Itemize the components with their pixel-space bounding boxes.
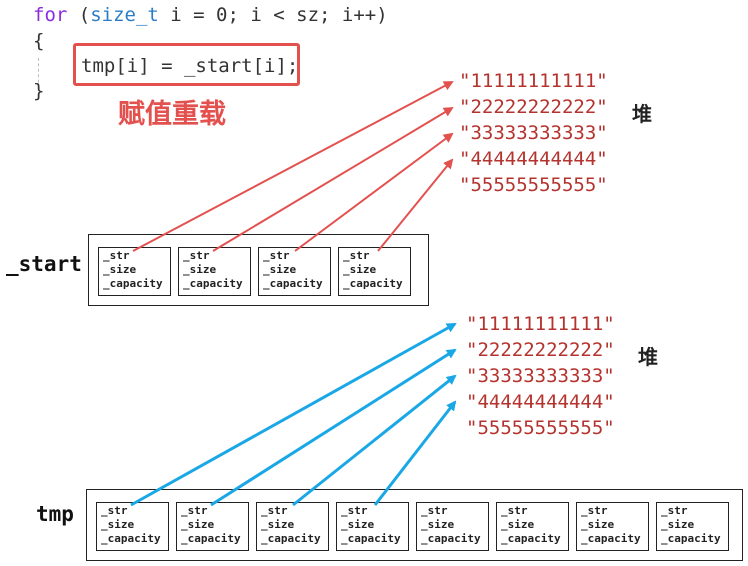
field-str: _str [343,249,370,262]
start-string-object: _str_size_capacity [338,247,411,296]
field-size: _size [101,518,135,531]
heap-top-string: "33333333333" [459,122,608,144]
tmp-string-object: _str_size_capacity [416,502,489,551]
heap-top-label: 堆 [632,102,652,126]
start-pointer-arrow-4 [377,158,454,252]
tmp-string-object: _str_size_capacity [256,502,329,551]
field-str: _str [421,504,448,517]
start-pointer-arrow-3 [294,132,454,252]
field-size: _size [181,518,215,531]
heap-bottom-string: "11111111111" [466,313,615,335]
assignment-highlight-box [73,43,300,86]
field-size: _size [261,518,295,531]
field-str: _str [661,504,688,517]
field-size: _size [501,518,535,531]
field-str: _str [501,504,528,517]
start-pointer-arrow-1 [132,81,454,252]
field-capacity: _capacity [181,532,241,545]
field-size: _size [183,263,217,276]
field-size: _size [581,518,615,531]
field-capacity: _capacity [501,532,561,545]
indent-guide [38,58,39,88]
code-line-close-brace: } [33,80,45,102]
code-line-open-brace: { [33,30,45,52]
heap-top-string: "44444444444" [459,148,608,170]
tmp-pointer-arrow-2 [210,348,457,507]
field-str: _str [183,249,210,262]
tmp-label: tmp [36,502,74,526]
start-label: _start [6,252,82,276]
heap-top-string: "11111111111" [459,70,608,92]
heap-top-string: "22222222222" [459,96,608,118]
start-string-object: _str_size_capacity [98,247,171,296]
field-capacity: _capacity [343,277,403,290]
field-size: _size [341,518,375,531]
field-capacity: _capacity [183,277,243,290]
tmp-pointer-arrow-3 [292,374,457,507]
field-str: _str [103,249,130,262]
field-capacity: _capacity [261,532,321,545]
field-size: _size [343,263,377,276]
field-str: _str [581,504,608,517]
field-str: _str [341,504,368,517]
tmp-pointer-arrow-4 [373,400,457,506]
heap-bottom-string: "44444444444" [466,391,615,413]
keyword-for: for [33,4,68,26]
field-capacity: _capacity [341,532,401,545]
tmp-string-object: _str_size_capacity [656,502,729,551]
tmp-string-object: _str_size_capacity [96,502,169,551]
field-str: _str [263,249,290,262]
code-line-for: for (size_t i = 0; i < sz; i++) [33,4,388,26]
field-capacity: _capacity [101,532,161,545]
heap-bottom-string: "33333333333" [466,365,615,387]
tmp-string-object: _str_size_capacity [176,502,249,551]
heap-top-string: "55555555555" [459,174,608,196]
assignment-overload-note: 赋值重载 [118,99,226,130]
heap-bottom-string: "55555555555" [466,417,615,439]
field-size: _size [421,518,455,531]
field-str: _str [261,504,288,517]
tmp-string-object: _str_size_capacity [576,502,649,551]
field-size: _size [263,263,297,276]
start-array-box: _str_size_capacity_str_size_capacity_str… [88,234,429,306]
code-paren: ( [67,4,91,26]
tmp-string-object: _str_size_capacity [496,502,569,551]
tmp-pointer-arrow-1 [130,322,457,507]
start-string-object: _str_size_capacity [258,247,331,296]
start-pointer-arrow-2 [212,106,454,252]
tmp-array-box: _str_size_capacity_str_size_capacity_str… [86,489,743,561]
field-capacity: _capacity [421,532,481,545]
field-size: _size [661,518,695,531]
tmp-string-object: _str_size_capacity [336,502,409,551]
field-capacity: _capacity [661,532,721,545]
field-capacity: _capacity [581,532,641,545]
field-str: _str [181,504,208,517]
field-capacity: _capacity [263,277,323,290]
heap-bottom-string: "22222222222" [466,339,615,361]
heap-bottom-label: 堆 [638,345,658,369]
start-string-object: _str_size_capacity [178,247,251,296]
type-size-t: size_t [90,4,159,26]
code-loop-rest: i = 0; i < sz; i++) [158,4,388,26]
field-size: _size [103,263,137,276]
field-capacity: _capacity [103,277,163,290]
code-line-assignment: tmp[i] = _start[i]; [81,55,299,77]
field-str: _str [101,504,128,517]
